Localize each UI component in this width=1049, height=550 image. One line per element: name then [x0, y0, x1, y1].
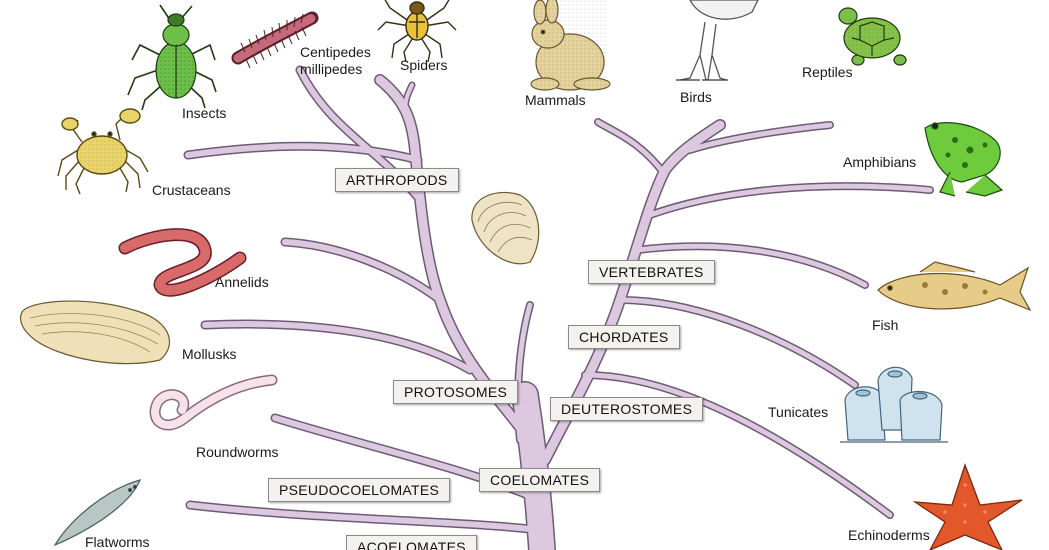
label-tunicates: Tunicates — [768, 404, 829, 420]
fish-illustration — [877, 261, 1032, 312]
spider-illustration — [377, 0, 457, 63]
clade-protosomes: PROTOSOMES — [393, 380, 519, 404]
clade-chordates: CHORDATES — [568, 325, 680, 349]
label-echinoderms: Echinoderms — [848, 527, 930, 543]
insect-illustration — [127, 4, 217, 111]
label-spiders: Spiders — [400, 57, 448, 73]
tunicate-illustration — [840, 366, 948, 443]
clam-illustration — [471, 191, 540, 265]
clade-coelomates: COELOMATES — [479, 468, 601, 492]
mollusk-illustration — [19, 300, 171, 365]
clade-acoelomates: ACOELOMATES — [346, 535, 477, 550]
bird-illustration — [676, 0, 759, 81]
reptile-illustration — [838, 7, 907, 66]
label-insects: Insects — [182, 105, 227, 121]
clade-deuterostomes: DEUTEROSTOMES — [550, 397, 704, 421]
label-amphibians: Amphibians — [843, 154, 917, 170]
clade-arthropods: ARTHROPODS — [335, 168, 459, 192]
flatworm-illustration — [53, 479, 142, 547]
label-birds: Birds — [680, 89, 712, 105]
crustacean-illustration — [57, 108, 149, 195]
clade-vertebrates: VERTEBRATES — [588, 260, 715, 284]
label-reptiles: Reptiles — [802, 64, 853, 80]
annelid-illustration — [118, 228, 247, 297]
mammal-illustration — [530, 0, 611, 92]
label-fish: Fish — [872, 317, 899, 333]
tree-branches — [183, 65, 934, 550]
label-annelids: Annelids — [215, 274, 269, 290]
label-crustaceans: Crustaceans — [152, 182, 231, 198]
label-mollusks: Mollusks — [182, 346, 237, 362]
echinoderm-illustration — [912, 463, 1023, 550]
amphibian-illustration — [924, 122, 1004, 197]
label-millipedes: millipedes — [300, 61, 363, 77]
label-roundworms: Roundworms — [196, 444, 279, 460]
label-flatworms: Flatworms — [85, 534, 150, 550]
centipede-illustration — [231, 11, 319, 69]
clade-pseudocoelomates: PSEUDOCOELOMATES — [268, 478, 451, 502]
label-centipedes: Centipedes — [300, 44, 371, 60]
label-mammals: Mammals — [525, 92, 586, 108]
roundworm-illustration — [149, 374, 278, 431]
